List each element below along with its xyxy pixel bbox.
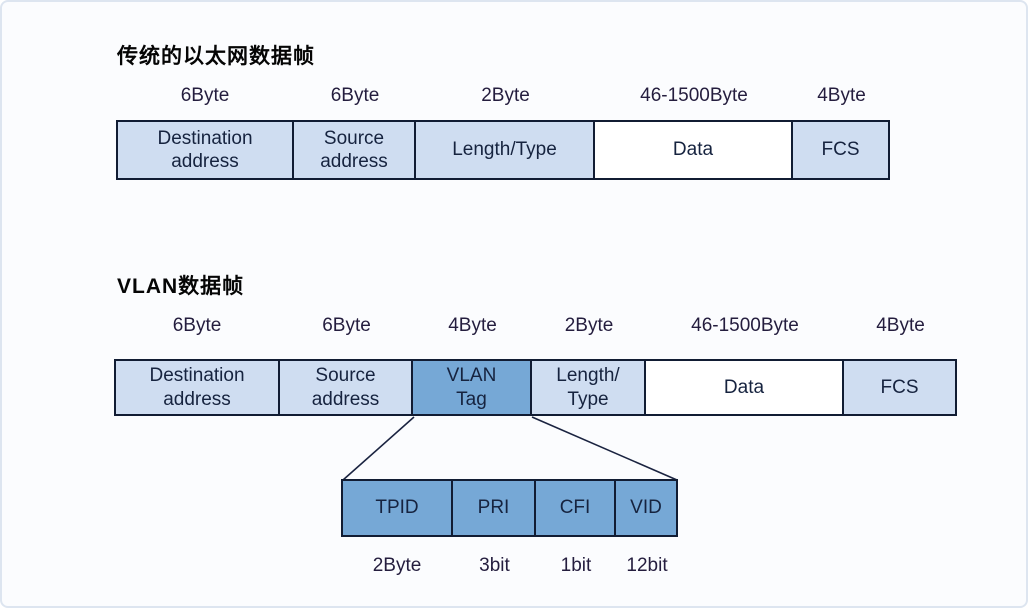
vlan-field-destination-address: Destination address: [114, 359, 280, 416]
vlan-field-data: Data: [644, 359, 844, 416]
tag-field-pri-label: PRI: [477, 497, 510, 519]
tag-size-vid: 12bit: [626, 555, 668, 576]
vlan-frame-row: Destination address Source address VLAN …: [114, 359, 957, 416]
eth-field-length-type: Length/Type: [414, 120, 595, 180]
eth-field-data-label: Data: [672, 139, 714, 161]
eth-size-fcs: 4Byte: [817, 85, 866, 106]
eth-size-lengthtype: 2Byte: [481, 85, 530, 106]
vlan-field-fcs: FCS: [842, 359, 957, 416]
tag-field-vid: VID: [614, 479, 678, 537]
vlan-field-vlan-tag: VLAN Tag: [411, 359, 532, 416]
eth-size-destination: 6Byte: [180, 85, 230, 106]
tag-size-pri: 3bit: [479, 555, 510, 576]
vlan-field-destination-address-label: Destination address: [149, 365, 245, 410]
vlan-size-data: 46-1500Byte: [691, 315, 799, 336]
ethernet-frame-row: Destination address Source address Lengt…: [116, 120, 890, 180]
tag-field-tpid: TPID: [341, 479, 453, 537]
tag-size-cfi: 1bit: [560, 555, 592, 576]
tag-field-vid-label: VID: [630, 497, 662, 519]
eth-size-source: 6Byte: [330, 85, 380, 106]
vlan-frame-title: VLAN数据帧: [117, 275, 245, 298]
vlan-size-fcs: 4Byte: [876, 315, 925, 336]
vlan-field-length-type: Length/Type: [530, 359, 646, 416]
ethernet-frame-title: 传统的以太网数据帧: [117, 45, 315, 68]
eth-field-destination-address-label: Destination address: [157, 127, 253, 172]
eth-field-source-address: Source address: [292, 120, 416, 180]
eth-size-data: 46-1500Byte: [640, 85, 748, 106]
vlan-field-vlan-tag-label: VLAN Tag: [446, 365, 497, 410]
vlan-field-length-type-label: Length/Type: [556, 365, 620, 410]
vlan-field-source-address: Source address: [278, 359, 413, 416]
eth-field-destination-address: Destination address: [116, 120, 294, 180]
tag-field-cfi: CFI: [534, 479, 616, 537]
vlan-size-vlantag: 4Byte: [448, 315, 497, 336]
tag-field-pri: PRI: [451, 479, 536, 537]
vlan-tag-detail-row: TPID PRI CFI VID: [341, 479, 678, 537]
eth-field-fcs: FCS: [791, 120, 890, 180]
vlan-size-source: 6Byte: [322, 315, 371, 336]
eth-field-source-address-label: Source address: [320, 127, 388, 172]
tag-size-tpid: 2Byte: [372, 555, 422, 576]
vlan-field-source-address-label: Source address: [311, 365, 380, 410]
vlan-field-fcs-label: FCS: [880, 376, 919, 398]
vlan-field-data-label: Data: [723, 376, 765, 398]
tag-field-cfi-label: CFI: [559, 497, 591, 519]
eth-field-data: Data: [593, 120, 793, 180]
vlan-size-destination: 6Byte: [172, 315, 222, 336]
tag-field-tpid-label: TPID: [375, 497, 419, 519]
eth-field-fcs-label: FCS: [821, 139, 860, 161]
eth-field-length-type-label: Length/Type: [452, 139, 557, 161]
vlan-size-lengthtype: 2Byte: [564, 315, 614, 336]
